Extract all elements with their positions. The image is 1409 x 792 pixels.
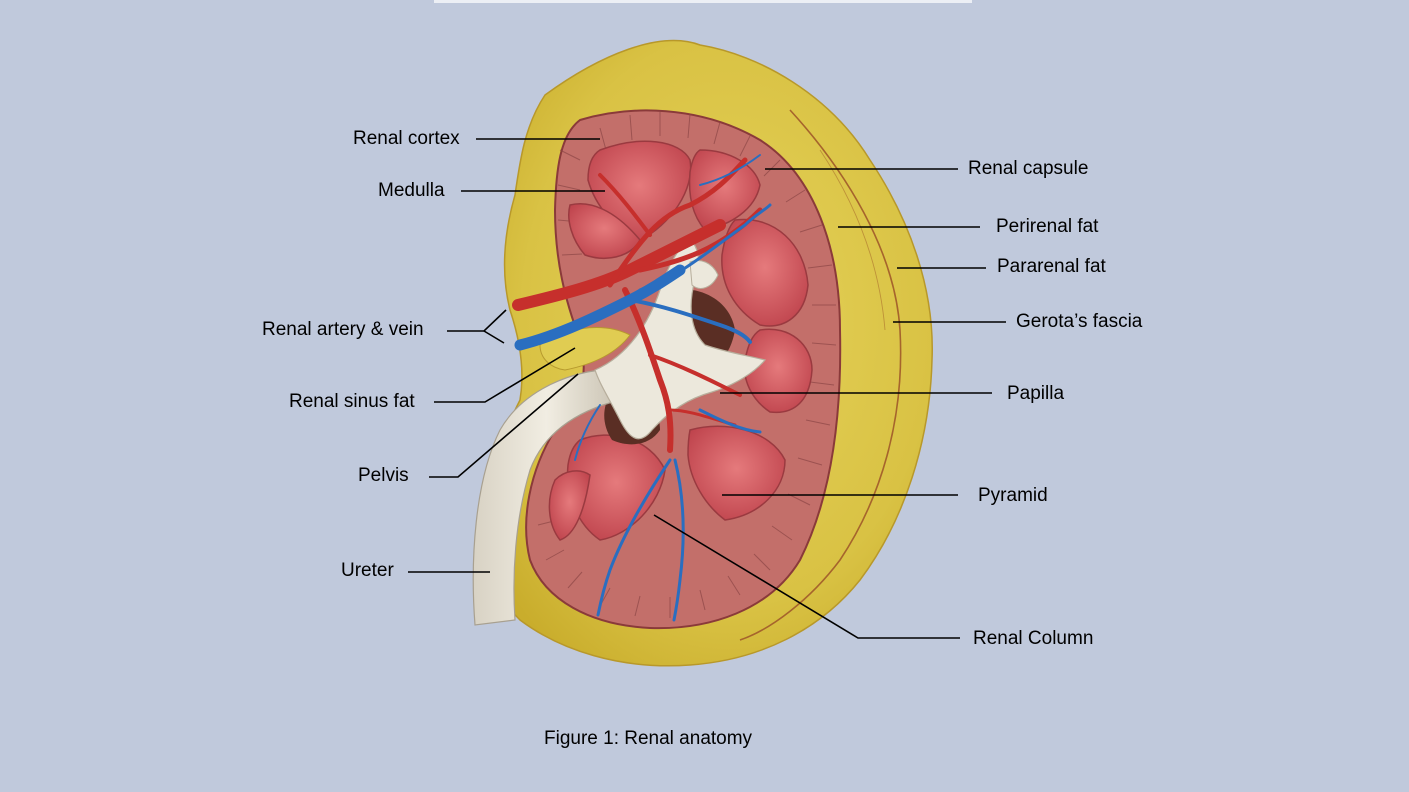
pyramids xyxy=(548,140,813,541)
pyramid-lower-2 xyxy=(687,425,786,521)
figure-caption: Figure 1: Renal anatomy xyxy=(544,728,753,749)
label-ureter: Ureter xyxy=(341,560,394,581)
pyramid-mid-right xyxy=(721,218,809,327)
top-edge-strip xyxy=(434,0,972,3)
label-papilla: Papilla xyxy=(1007,383,1065,404)
label-renal-sinus-fat: Renal sinus fat xyxy=(289,391,415,412)
label-renal-cortex: Renal cortex xyxy=(353,128,460,149)
label-renal-artery-vein: Renal artery & vein xyxy=(262,319,424,340)
label-perirenal-fat: Perirenal fat xyxy=(996,216,1099,237)
label-renal-capsule: Renal capsule xyxy=(968,158,1089,179)
label-pyramid: Pyramid xyxy=(978,485,1048,506)
label-pararenal-fat: Pararenal fat xyxy=(997,256,1106,277)
gerotas-fascia-line xyxy=(739,109,902,641)
pyramid-lower-3 xyxy=(548,470,591,541)
pyramid-lower-1 xyxy=(566,434,666,541)
pyramid-papilla xyxy=(743,328,813,414)
label-renal-column: Renal Column xyxy=(973,628,1094,649)
pyramid-upper-left xyxy=(568,203,641,259)
label-gerotas-fascia: Gerota’s fascia xyxy=(1016,311,1143,332)
renal-vein xyxy=(514,154,772,622)
label-medulla: Medulla xyxy=(378,180,445,201)
label-pelvis: Pelvis xyxy=(358,465,409,486)
